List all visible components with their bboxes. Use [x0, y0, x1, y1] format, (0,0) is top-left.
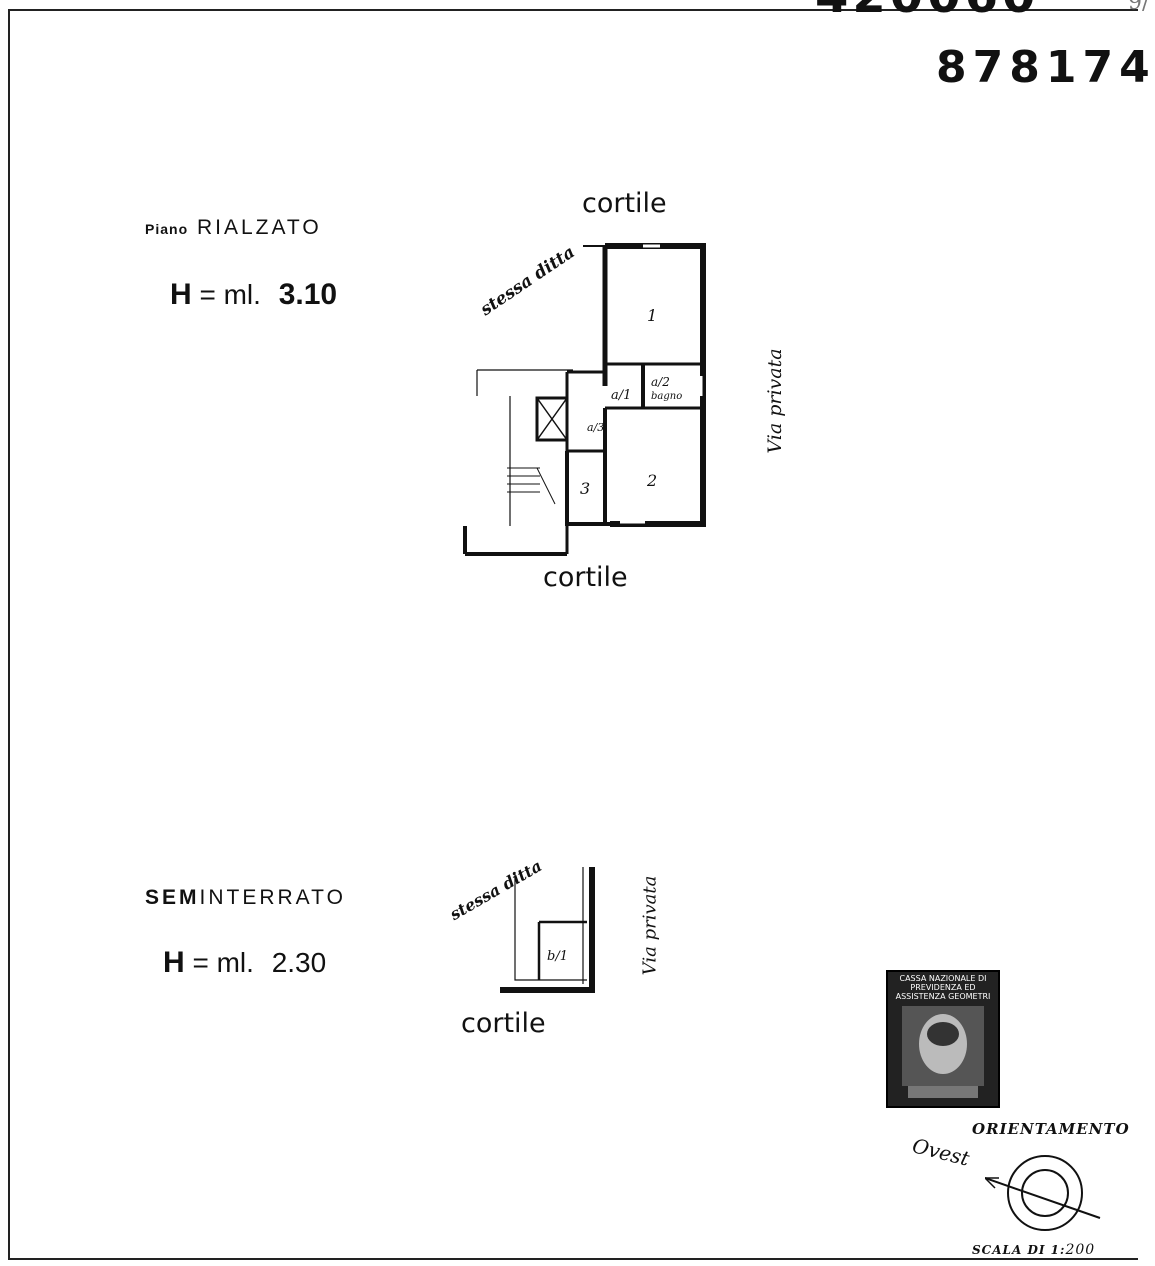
height-prefix: H [163, 946, 185, 979]
room-label-1: 1 [647, 306, 657, 325]
stamp-portrait-icon [902, 1006, 984, 1098]
floor-height-seminterrato: H = ml. 2.30 [163, 946, 326, 980]
room-label-2: 2 [646, 471, 657, 490]
height-eq: = ml. [192, 947, 254, 978]
room-label-b1: b/1 [547, 949, 568, 964]
height-value: 3.10 [278, 278, 338, 311]
floor-height-rialzato: H = ml. 3.10 [170, 278, 337, 312]
floor-label-bold: SEM [145, 886, 200, 909]
room-label-a1: a/1 [611, 388, 631, 403]
floor-label-seminterrato: SEMINTERRATO [145, 886, 346, 910]
floor-label-prefix: Piano [145, 221, 189, 237]
floor-label-rest: INTERRATO [199, 886, 346, 909]
label-cortile-south: cortile [543, 562, 628, 593]
sheet-border-left [8, 9, 10, 1259]
label-via-privata-basement: Via privata [639, 875, 661, 976]
stamp-text: CASSA NAZIONALE DI PREVIDENZA ED ASSISTE… [895, 974, 991, 1001]
compass-icon [985, 1155, 1101, 1231]
height-value: 2.30 [271, 947, 327, 978]
orientation-title: ORIENTAMENTO [972, 1120, 1130, 1138]
scale-text: SCALA DI 1: [972, 1243, 1066, 1257]
height-eq: = ml. [199, 279, 261, 310]
floor-plan-rialzato: 1 2 3 a/1 a/2 bagno a/3 [463, 243, 706, 556]
scale-value: 200 [1065, 1242, 1096, 1258]
label-cortile-north: cortile [582, 188, 667, 219]
label-via-privata: Via privata [764, 348, 786, 454]
floor-label-rialzato: Piano RIALZATO [145, 216, 322, 240]
reference-number-top: 420060 [815, 0, 1039, 24]
room-label-bagno: bagno [651, 391, 682, 402]
reference-number-main: 878174 [936, 42, 1155, 93]
reference-mark: 9/ [1128, 0, 1150, 15]
room-label-a3: a/3 [587, 421, 604, 434]
floor-plan-seminterrato: b/1 [500, 867, 595, 993]
label-cortile-basement: cortile [461, 1008, 546, 1039]
room-label-3: 3 [580, 479, 590, 498]
sheet-border-top [8, 9, 1138, 11]
room-label-a2: a/2 [651, 375, 670, 389]
orientation-direction: Ovest [909, 1133, 972, 1171]
revenue-stamp: CASSA NAZIONALE DI PREVIDENZA ED ASSISTE… [886, 970, 1000, 1108]
scale-label: SCALA DI 1:200 [972, 1242, 1095, 1258]
floor-label-main: RIALZATO [196, 216, 322, 239]
sheet-border-bottom [8, 1258, 1138, 1260]
height-prefix: H [170, 278, 192, 311]
